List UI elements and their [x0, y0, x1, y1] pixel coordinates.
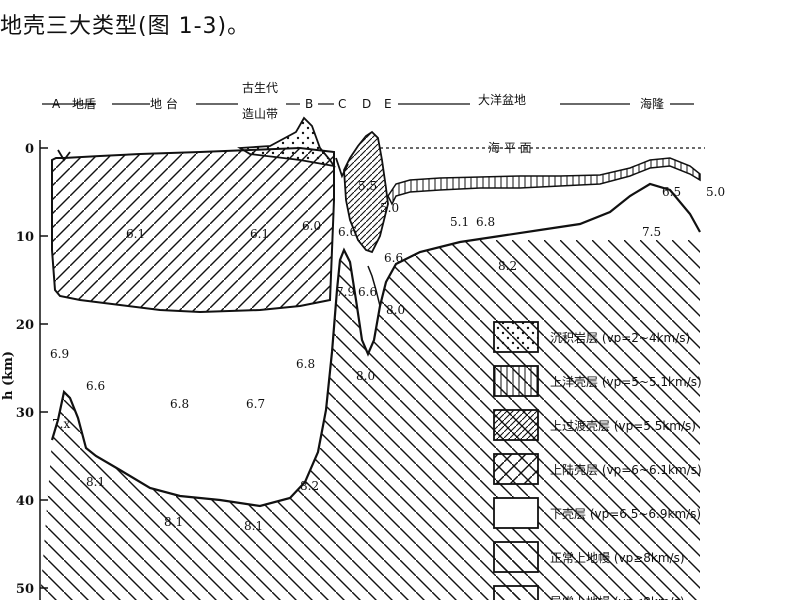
velocity-label: 6.8: [296, 357, 315, 371]
region-orogen-label-1: 古生代: [242, 80, 278, 95]
trench-c: [335, 157, 349, 179]
legend-swatch: [493, 541, 539, 573]
region-a-label: A: [52, 97, 61, 111]
region-platform-label: 地 台: [150, 96, 178, 111]
velocity-label: 5.0: [380, 201, 399, 215]
region-d-label: D: [362, 97, 371, 111]
velocity-label: 8.0: [386, 303, 405, 317]
velocity-label: 6.5: [662, 185, 681, 199]
upper-oceanic-crust: [387, 157, 701, 206]
y-tick-label: 30: [16, 406, 34, 421]
velocity-label: 5.0: [706, 185, 725, 199]
moho-branch: [367, 265, 381, 307]
velocity-label: 8.1: [244, 519, 263, 533]
region-land-shelf-label: 地盾: [72, 97, 96, 111]
region-sea-ridge-label: 海隆: [640, 96, 664, 111]
velocity-label: 7.5: [642, 225, 661, 239]
velocity-label: 8.1: [164, 515, 183, 529]
y-tick-label: 40: [16, 494, 34, 509]
moho-boundary: [50, 182, 701, 508]
legend-swatch: [493, 321, 539, 353]
velocity-label: 5.1: [450, 215, 469, 229]
velocity-label: 8.2: [300, 479, 319, 493]
velocity-label: 6.9: [50, 347, 69, 361]
velocity-label: 7.9: [336, 285, 355, 299]
y-tick-label: 0: [25, 142, 34, 157]
legend-swatch: [493, 409, 539, 441]
velocity-label: 6.0: [302, 219, 321, 233]
velocity-label: 6.8: [476, 215, 495, 229]
legend-label: 沉积岩层 (vp=2~4km/s): [550, 330, 690, 345]
velocity-label: 6.7: [246, 397, 265, 411]
velocity-label: 8.1: [86, 475, 105, 489]
coastal-notch: [57, 149, 71, 162]
upper-continental-crust: [51, 146, 335, 314]
region-bar: A 地盾 地 台 古生代 造山带 B C D E 大洋盆地 海隆: [42, 80, 694, 121]
velocity-labels: 6.1 6.1 6.0 6.6 5.5 5.0 5.1 6.8 6.5 5.0 …: [50, 179, 725, 533]
velocity-label: 6.6: [338, 225, 357, 239]
legend-swatch: [493, 497, 539, 529]
legend-swatch: [493, 365, 539, 397]
velocity-label: 6.1: [126, 227, 145, 241]
velocity-label: 6.6: [86, 379, 105, 393]
velocity-label: 7.x: [52, 417, 70, 431]
velocity-label: 8.2: [498, 259, 517, 273]
y-tick-label: 20: [16, 318, 34, 333]
sedimentary-layer: [237, 116, 336, 168]
legend-label: 上洋壳层 (vp=5~5.1km/s): [550, 374, 702, 389]
legend-label: 正常上地幔 (vp≥8km/s): [550, 550, 685, 565]
legend-label: 下壳层 (vp=6.5~6.9km/s): [550, 507, 701, 521]
legend: 沉积岩层 (vp=2~4km/s) 上洋壳层 (vp=5~5.1km/s) 上过渡壳…: [493, 321, 702, 600]
region-b-label: B: [305, 97, 313, 111]
y-tick-label: 10: [16, 230, 34, 245]
transition-crust: [343, 130, 389, 254]
sea-level-label: 海 平 面: [488, 140, 532, 155]
velocity-label: 6.6: [358, 285, 377, 299]
legend-label: 上过渡壳层 (vp=5.5km/s): [550, 418, 696, 433]
legend-label: 上陆壳层 (vp=6~6.1km/s): [550, 462, 702, 477]
velocity-label: 8.0: [356, 369, 375, 383]
y-axis: 0 10 20 30 40 50 h (km): [1, 140, 48, 600]
region-ocean-basin-label: 大洋盆地: [478, 92, 526, 107]
legend-label: 异常上地幔 (vp<8km/s): [550, 594, 685, 600]
legend-swatch: [493, 585, 539, 600]
velocity-label: 6.6: [384, 251, 403, 265]
y-tick-label: 50: [16, 582, 34, 597]
region-e-label: E: [384, 97, 392, 111]
figure-caption: 地壳三大类型(图 1-3)。: [0, 14, 251, 39]
velocity-label: 5.5: [358, 179, 377, 193]
legend-swatch: [493, 453, 539, 485]
y-axis-label: h (km): [1, 351, 16, 400]
velocity-label: 6.1: [250, 227, 269, 241]
region-orogen-label-2: 造山带: [242, 107, 278, 121]
velocity-label: 6.8: [170, 397, 189, 411]
region-c-label: C: [338, 97, 346, 111]
